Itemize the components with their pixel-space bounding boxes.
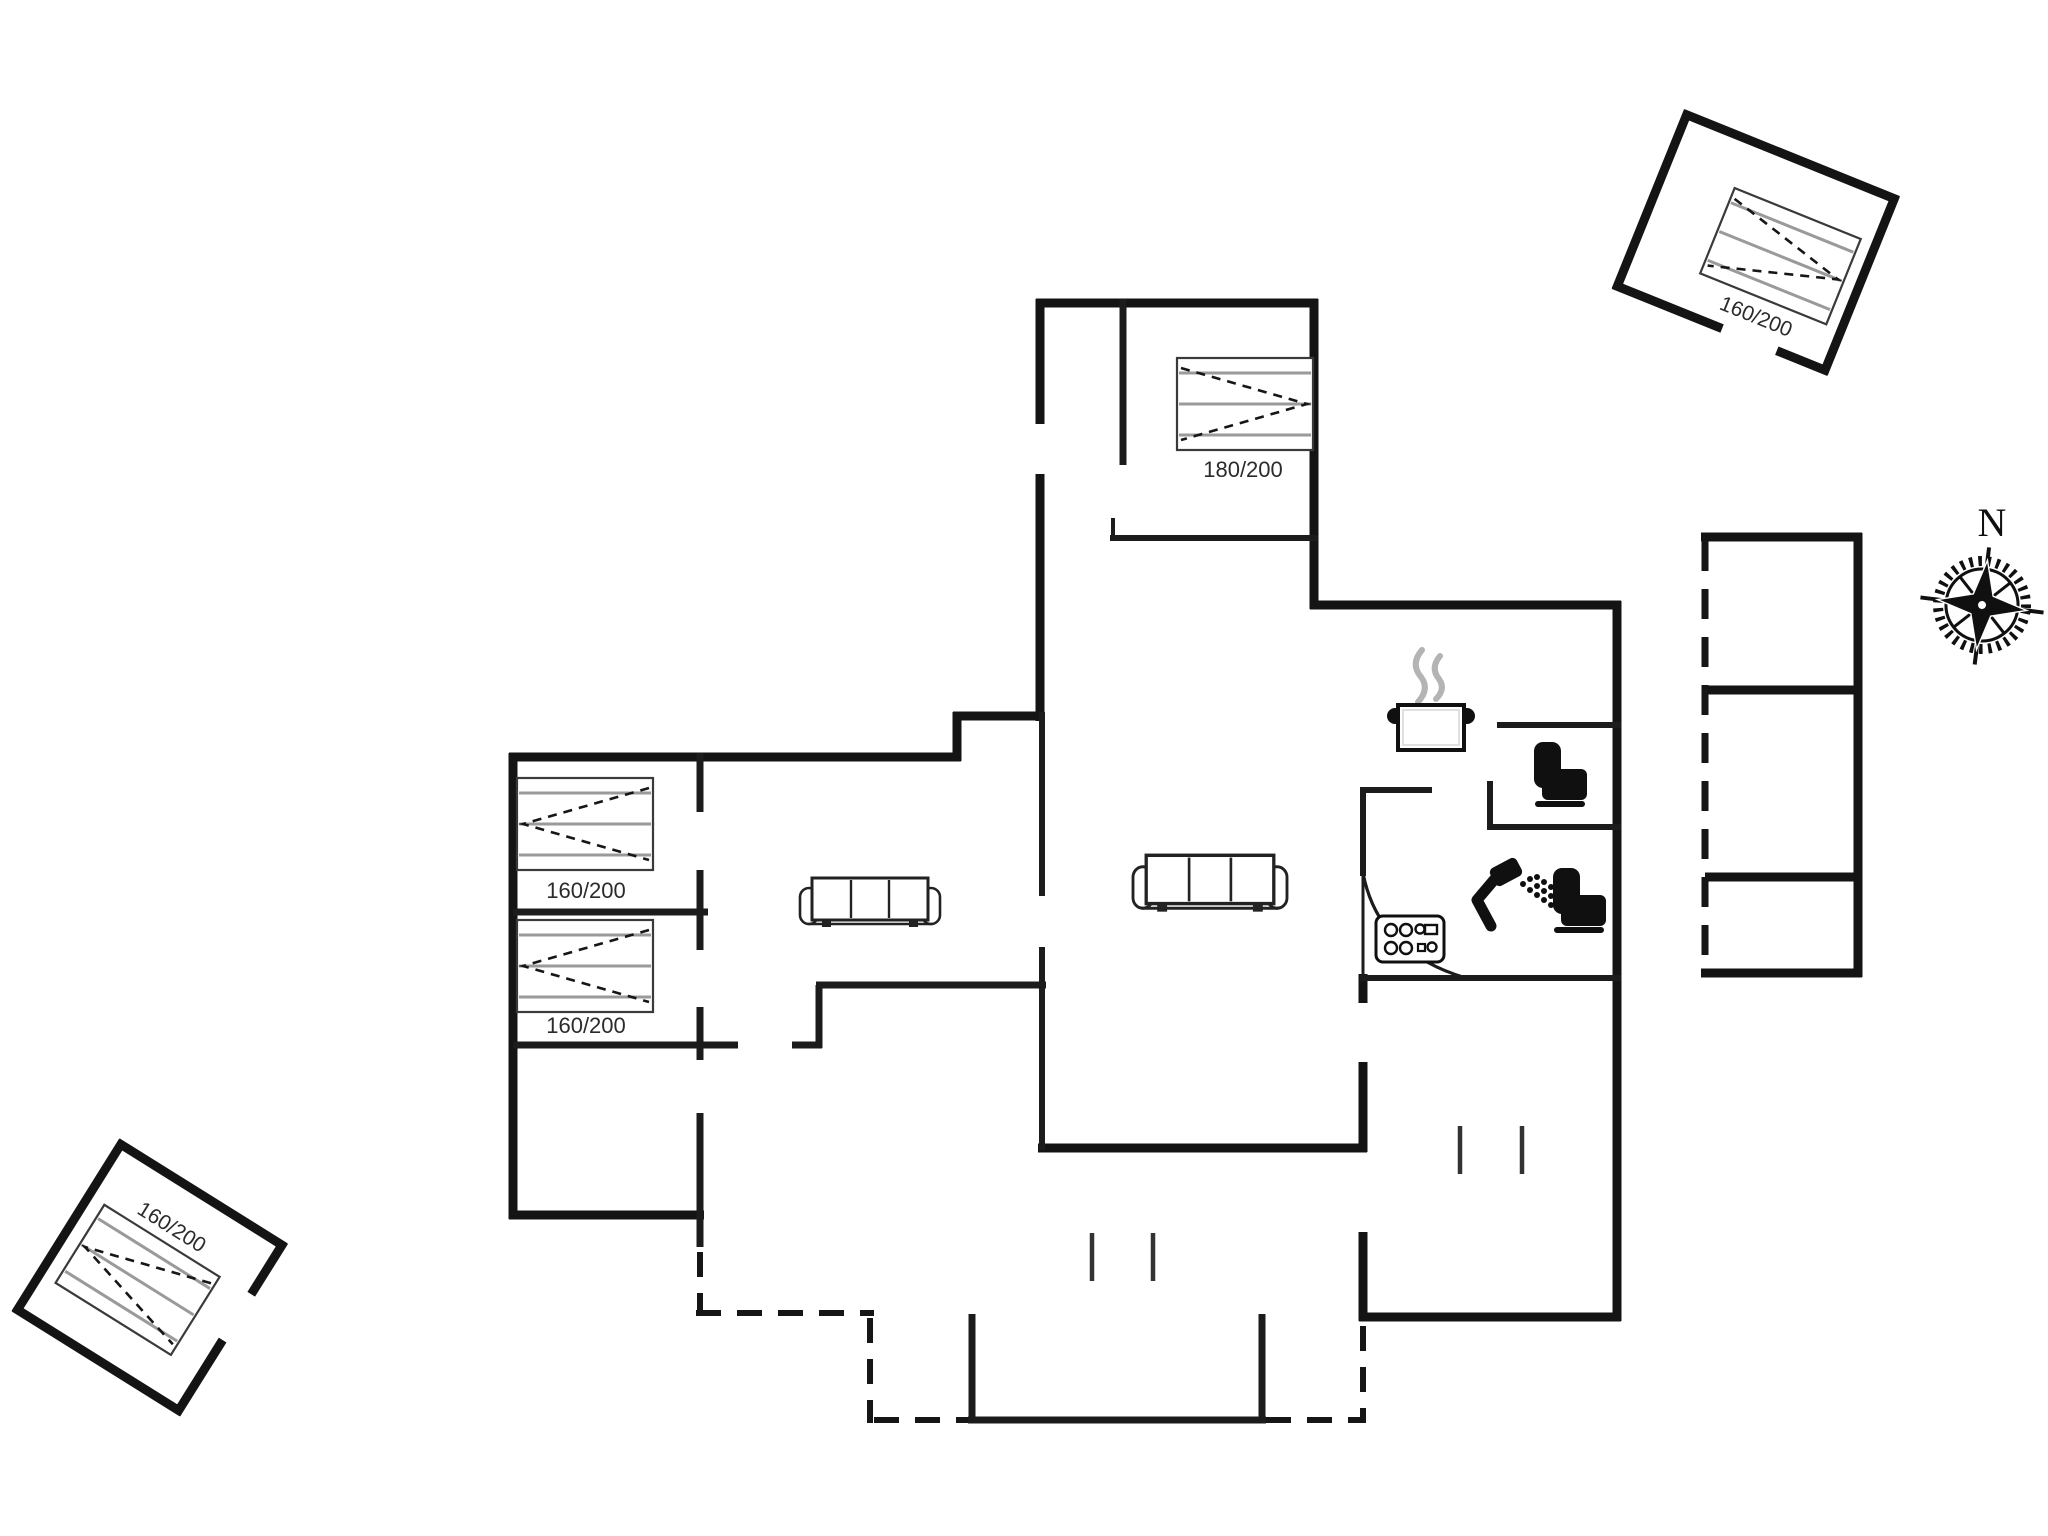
sofa-icon — [798, 876, 942, 929]
main-house-walls — [508, 298, 1622, 1322]
stove-icon — [1374, 914, 1446, 964]
shower-icon — [1471, 857, 1561, 932]
double-bed-icon — [515, 918, 655, 1014]
compass-rose-icon — [1920, 547, 2044, 665]
west-bed-2-size-label: 160/200 — [546, 1013, 626, 1038]
southwest-cabin: 160/200 — [11, 1138, 288, 1417]
sofa-icon — [1131, 853, 1289, 914]
bed-labels: 180/200 160/200 160/200 — [546, 457, 1283, 1038]
toilet-icon — [1553, 868, 1606, 933]
toilet-icon — [1534, 742, 1587, 807]
compass-north-label: N — [1978, 500, 2007, 545]
terrace-dashed-outline — [696, 1252, 1366, 1423]
interior-walls — [513, 299, 1621, 1424]
west-bed-1-size-label: 160/200 — [546, 878, 626, 903]
door-post-ticks — [1089, 1126, 1525, 1281]
northeast-cabin: 160/200 — [1611, 109, 1900, 376]
northeast-cabin-walls — [1611, 109, 1900, 376]
cooking-pot-icon — [1387, 647, 1475, 752]
double-bed-icon — [515, 776, 655, 872]
double-bed-icon — [1175, 356, 1315, 452]
southwest-cabin-walls — [11, 1138, 288, 1417]
east-annex-walls — [1701, 532, 1863, 978]
master-bed-size-label: 180/200 — [1203, 457, 1283, 482]
